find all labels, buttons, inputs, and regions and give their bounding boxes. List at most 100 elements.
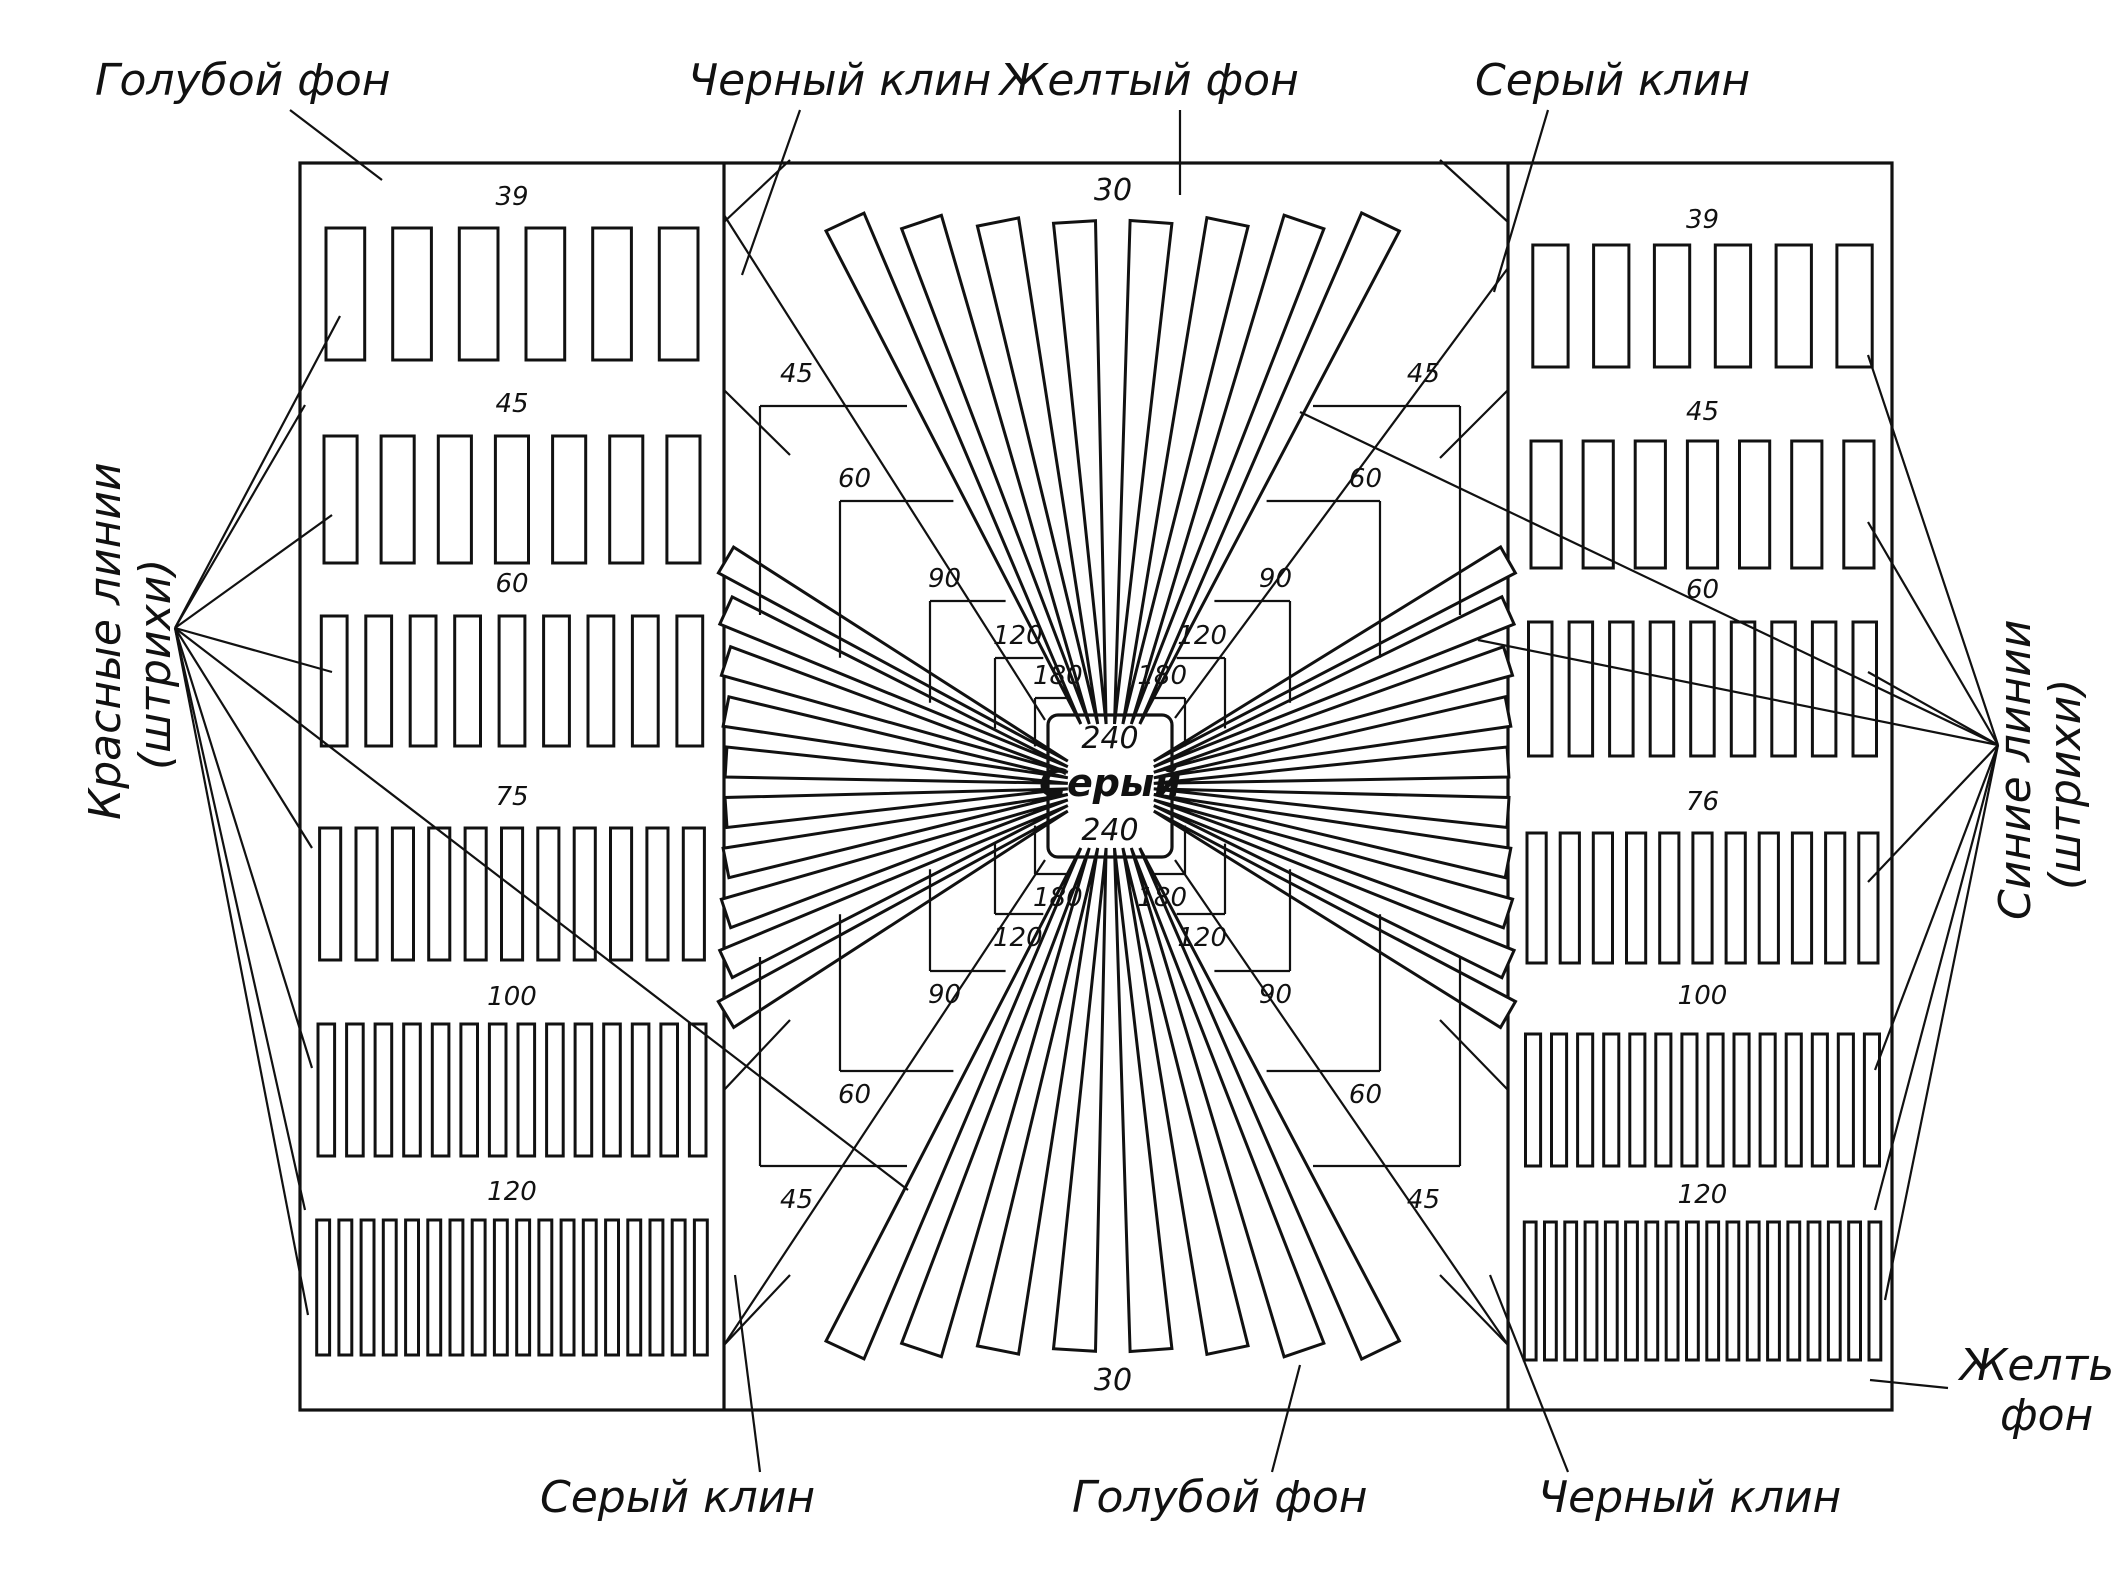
left-stripe-bar	[390, 826, 415, 962]
left-stripe-bar	[430, 1022, 451, 1158]
right-stripe-bar	[1706, 1032, 1725, 1168]
right-stripe-bar	[1563, 1220, 1579, 1362]
leader-line	[1492, 109, 1550, 293]
leader-line	[174, 315, 341, 629]
left-stripe-bar	[391, 226, 433, 362]
right-stripe-bar	[1729, 620, 1757, 758]
left-stripe-bar	[516, 1022, 537, 1158]
right-stripe-bar	[1680, 1032, 1699, 1168]
wedge-left	[717, 594, 1069, 769]
right-stripe-bar	[1851, 620, 1878, 758]
right-stripe-bar	[1867, 1220, 1883, 1362]
label-blue-lines-1: Синие линии	[1990, 620, 2041, 920]
leader-line	[1270, 1364, 1302, 1473]
panel-chamfer-line	[1439, 1274, 1509, 1346]
right-stripe-bar	[1757, 831, 1780, 965]
label-yellow-background-bottom-1: Желть	[1957, 1340, 2114, 1391]
leader-line	[1299, 411, 1999, 746]
left-stripe-bar	[319, 614, 349, 748]
right-stripe-bar	[1745, 1220, 1761, 1362]
right-stripe-bar	[1652, 243, 1692, 369]
bracket-label-tr-180: 180	[1137, 661, 1187, 691]
wedge-bottom	[975, 847, 1100, 1356]
wedge-top	[823, 211, 1083, 725]
center-bottom-value: 240	[1081, 813, 1138, 848]
leader-line	[1873, 744, 2000, 1071]
left-stripe-bar	[675, 614, 705, 748]
left-stripe-bar	[687, 1022, 708, 1158]
wedge-resolution-brackets: 4560901201804560901201804560901201804560…	[723, 159, 1509, 1346]
panel-chamfer-line	[723, 389, 791, 456]
right-stripe-bar	[1738, 439, 1772, 570]
left-stripe-bar	[402, 1022, 422, 1158]
right-group-label-76: 76	[1686, 787, 1719, 817]
right-group-label-45: 45	[1686, 397, 1719, 427]
right-stripe-bar	[1790, 439, 1824, 570]
label-red-lines: Красные линии (штрихи)	[80, 462, 181, 820]
left-stripe-bar	[551, 434, 588, 565]
label-blue-background-top: Голубой фон	[95, 55, 391, 106]
right-stripe-bar	[1685, 1220, 1700, 1362]
label-blue-background-bottom: Голубой фон	[1072, 1472, 1368, 1523]
leader-line	[1174, 859, 1509, 1346]
left-stripe-bar	[602, 1022, 622, 1158]
right-stripe-bar	[1758, 1032, 1777, 1168]
right-stripe-bar	[1842, 439, 1876, 570]
left-stripe-bar	[542, 614, 571, 748]
wedge-bottom	[1129, 847, 1326, 1359]
right-stripe-bar	[1689, 620, 1716, 758]
right-stripe-bar	[1857, 831, 1880, 965]
left-stripe-bar	[659, 1022, 680, 1158]
bracket-label-br-180: 180	[1137, 883, 1187, 913]
right-stripe-bar	[1603, 1220, 1619, 1362]
leader-line	[1174, 267, 1509, 719]
left-group-label-45: 45	[495, 389, 528, 419]
wedge-top	[1121, 215, 1250, 725]
right-stripe-bar	[1567, 620, 1595, 758]
left-stripe-bar	[315, 1218, 332, 1357]
wedge-right	[1153, 804, 1517, 980]
wedge-top	[1113, 218, 1174, 725]
right-stripe-bar	[1591, 831, 1615, 965]
left-stripe-bar	[487, 1022, 508, 1158]
left-stripe-bar	[545, 1022, 565, 1158]
bracket-label-tl-120: 120	[993, 621, 1043, 651]
wedge-top	[899, 213, 1091, 725]
right-stripe-bar	[1644, 1220, 1660, 1362]
right-stripe-bar	[1550, 1032, 1569, 1168]
left-stripe-bar	[470, 1218, 487, 1357]
wedge-top	[975, 216, 1100, 725]
panel-chamfer-line	[1439, 389, 1509, 459]
label-black-wedge-bottom: Черный клин	[1538, 1472, 1841, 1523]
left-stripe-bar	[436, 434, 473, 565]
wedge-left	[719, 644, 1069, 774]
left-stripe-bar	[379, 434, 416, 565]
left-stripe-bar	[524, 226, 567, 362]
bracket-label-tl-60: 60	[838, 464, 871, 494]
label-black-wedge-top: Черный клин	[688, 55, 991, 106]
label-yellow-background-top: Желтый фон	[997, 55, 1299, 106]
label-gray-wedge-bottom: Серый клин	[540, 1472, 815, 1523]
wedge-right	[1153, 793, 1513, 880]
right-stripe-bar	[1658, 831, 1681, 965]
left-stripe-bar	[648, 1218, 665, 1357]
wedge-top	[1138, 210, 1402, 725]
right-stripe-bar	[1685, 439, 1720, 570]
left-stripe-bar	[426, 1218, 443, 1357]
bracket-label-tr-90: 90	[1259, 564, 1292, 594]
left-stripe-bar	[500, 826, 525, 962]
leader-line	[1869, 1378, 1949, 1390]
right-stripe-bar	[1529, 439, 1563, 570]
right-group-label-60: 60	[1686, 575, 1719, 605]
left-stripe-bar	[630, 614, 660, 748]
center-gray-box: 240 Серый 240	[1039, 713, 1181, 859]
right-stripe-bar	[1705, 1220, 1721, 1362]
bracket-label-bl-180: 180	[1033, 883, 1083, 913]
left-stripe-bar	[645, 826, 670, 962]
right-stripe-bar	[1527, 620, 1554, 758]
leader-line	[174, 627, 313, 849]
right-stripe-bar	[1581, 439, 1615, 570]
leader-line	[1866, 354, 2000, 746]
left-group-label-39: 39	[495, 182, 528, 212]
right-stripe-bar	[1531, 243, 1570, 369]
